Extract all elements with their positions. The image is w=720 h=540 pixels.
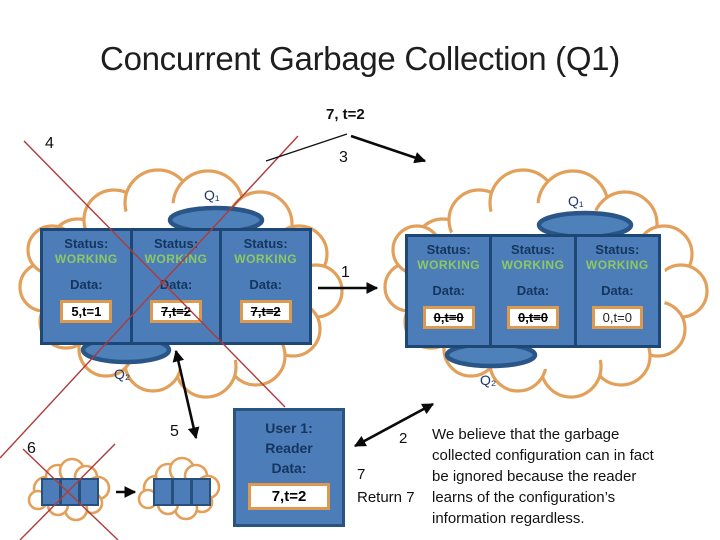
status-value: WORKING	[234, 252, 298, 266]
status-value: WORKING	[585, 258, 649, 272]
user-data-label: Data:	[271, 460, 307, 476]
queue-label-q2-right: Q₂	[480, 372, 497, 388]
note-text: We believe that the garbage collected con…	[432, 424, 654, 529]
data-label: Data:	[249, 277, 282, 292]
note-line: information regardless.	[432, 510, 585, 527]
note-line: be ignored because the reader	[432, 468, 637, 485]
data-value-box: 0,t=0	[591, 306, 643, 329]
step-3-label: 3	[339, 149, 348, 166]
step-5-label: 5	[170, 423, 179, 440]
status-label: Status:	[243, 236, 288, 251]
mini-cloud	[137, 456, 221, 521]
status-label: Status:	[595, 242, 640, 257]
status-value: WORKING	[501, 258, 565, 272]
status-value: WORKING	[417, 258, 481, 272]
data-value: 5,t=1	[71, 304, 102, 319]
step-1-label: 1	[341, 264, 350, 281]
note-line: learns of the configuration’s	[432, 489, 616, 506]
step-2-label: 2	[399, 430, 408, 447]
data-label: Data:	[516, 283, 550, 298]
user-data-value-box: 7,t=2	[248, 483, 330, 510]
node-box: Status:WORKING Data: 7,t=2	[222, 231, 309, 342]
data-value: 0,t=0	[433, 310, 464, 325]
queue-label-q1-left: Q₁	[204, 187, 220, 203]
data-value-box: 5,t=1	[60, 300, 113, 323]
status-label: Status:	[64, 236, 109, 251]
status-label: Status:	[426, 242, 471, 257]
queue-label-q2-left: Q₂	[114, 366, 131, 382]
step-6-label: 6	[27, 440, 36, 457]
memory-cells	[153, 478, 211, 506]
slide-title: Concurrent Garbage Collection (Q1)	[100, 40, 620, 77]
node-box: Status:WORKING Data: 5,t=1	[43, 231, 133, 342]
data-label: Data:	[159, 277, 193, 292]
data-value: 7,t=2	[161, 304, 191, 319]
step-7-label: 7	[357, 466, 366, 483]
node-box: Status:WORKING Data: 7,t=2	[133, 231, 223, 342]
status-label: Status:	[510, 242, 556, 257]
data-value-box: 0,t=0	[506, 306, 559, 329]
user-data-value: 7,t=2	[271, 488, 307, 505]
status-value: WORKING	[54, 252, 118, 266]
data-label: Data:	[70, 277, 103, 292]
data-label: Data:	[601, 283, 634, 298]
data-label: Data:	[432, 283, 465, 298]
data-value: 7,t=2	[250, 304, 281, 319]
step-4-label: 4	[45, 135, 54, 152]
node-box: Status:WORKING Data: 0,t=0	[408, 237, 493, 345]
note-line: We believe that the garbage	[432, 426, 620, 443]
written-value-label: 7, t=2	[326, 106, 365, 123]
mini-cloud-crossed	[27, 457, 111, 522]
data-value-box: 7,t=2	[150, 300, 202, 323]
user-role: Reader	[265, 440, 313, 456]
data-value-box: 7,t=2	[239, 300, 292, 323]
node-box: Status:WORKING Data: 0,t=0	[492, 237, 577, 345]
note-line: collected configuration can in fact	[432, 447, 654, 464]
return-7-label: Return 7	[357, 489, 415, 506]
status-value: WORKING	[144, 252, 208, 266]
user-title: User 1:	[265, 420, 313, 436]
queue-label-q1-right: Q₁	[568, 193, 584, 209]
data-value-box: 0,t=0	[422, 306, 475, 329]
data-value: 0,t=0	[517, 310, 548, 325]
user-box: User 1: Reader Data: 7,t=2	[233, 408, 345, 527]
memory-cells	[41, 478, 99, 506]
node-box: Status:WORKING Data: 0,t=0	[577, 237, 658, 345]
data-value: 0,t=0	[602, 310, 632, 325]
status-label: Status:	[153, 236, 199, 251]
